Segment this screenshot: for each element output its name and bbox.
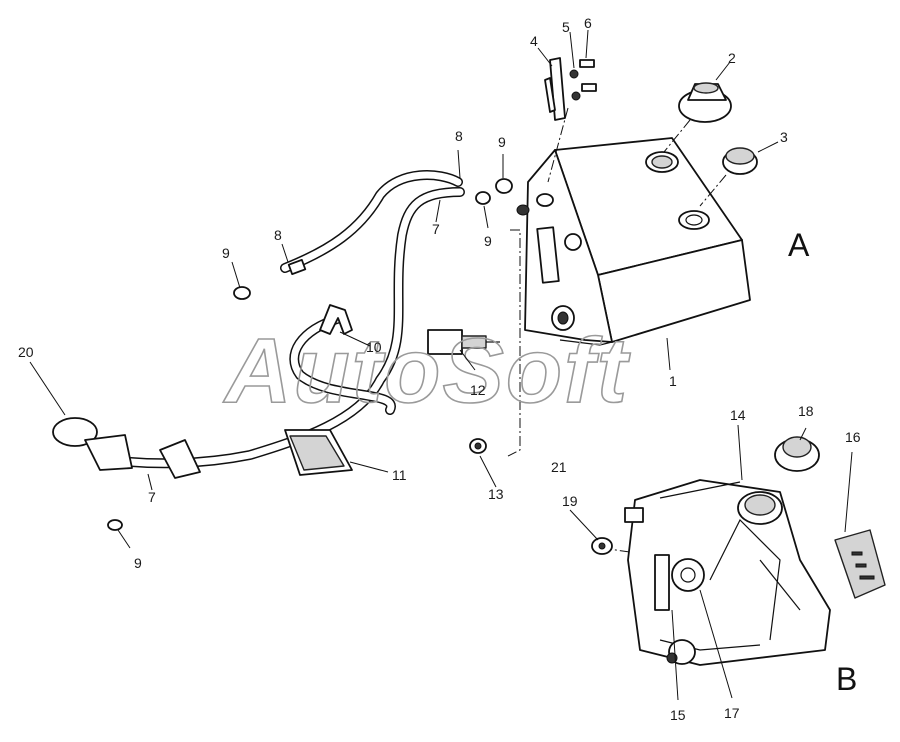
hose-clamps — [107, 178, 513, 531]
callout-8-left: 8 — [274, 227, 282, 243]
callout-7-lower: 7 — [148, 489, 156, 505]
fuel-tank-a — [524, 137, 751, 346]
callout-9-bottom: 9 — [134, 555, 142, 571]
callout-4: 4 — [530, 33, 538, 49]
callout-9-mid: 9 — [484, 233, 492, 249]
mounting-bracket — [544, 57, 566, 121]
lock-nut — [469, 438, 487, 454]
fuel-sensor-connector — [427, 329, 500, 355]
view-label-a: A — [788, 227, 810, 263]
callout-8-right: 8 — [455, 128, 463, 144]
label-plate-16 — [834, 529, 886, 599]
callout-5: 5 — [562, 19, 570, 35]
callout-1: 1 — [669, 373, 677, 389]
hose-fittings — [287, 193, 554, 275]
retaining-clip-10 — [319, 304, 353, 335]
view-label-b: B — [836, 661, 857, 697]
filler-plug-18 — [774, 436, 820, 472]
grommet-19 — [591, 537, 613, 555]
callout-12: 12 — [470, 382, 486, 398]
callout-6: 6 — [584, 15, 592, 31]
callout-11: 11 — [392, 467, 407, 483]
callout-14: 14 — [730, 407, 746, 423]
hose-retainer-20 — [52, 417, 201, 479]
callout-20: 20 — [18, 344, 34, 360]
callout-7-upper: 7 — [432, 221, 440, 237]
hose-bracket-11 — [284, 429, 353, 476]
callout-10: 10 — [366, 339, 382, 355]
callout-21: 21 — [551, 459, 567, 475]
callout-3: 3 — [780, 129, 788, 145]
callout-13: 13 — [488, 486, 504, 502]
callout-9-top: 9 — [498, 134, 506, 150]
fuel-hoses — [105, 170, 465, 469]
bracket-washers-bolts — [569, 59, 597, 101]
callout-15: 15 — [670, 707, 686, 723]
fuel-tank-b — [624, 479, 831, 666]
callout-18: 18 — [798, 403, 814, 419]
callout-16: 16 — [845, 429, 861, 445]
callout-19: 19 — [562, 493, 578, 509]
callout-2: 2 — [728, 50, 736, 66]
watermark: AutoSoft — [223, 320, 631, 422]
filler-cap — [678, 82, 732, 123]
filler-plug — [722, 147, 758, 175]
callout-17: 17 — [724, 705, 740, 721]
callout-9-left: 9 — [222, 245, 230, 261]
